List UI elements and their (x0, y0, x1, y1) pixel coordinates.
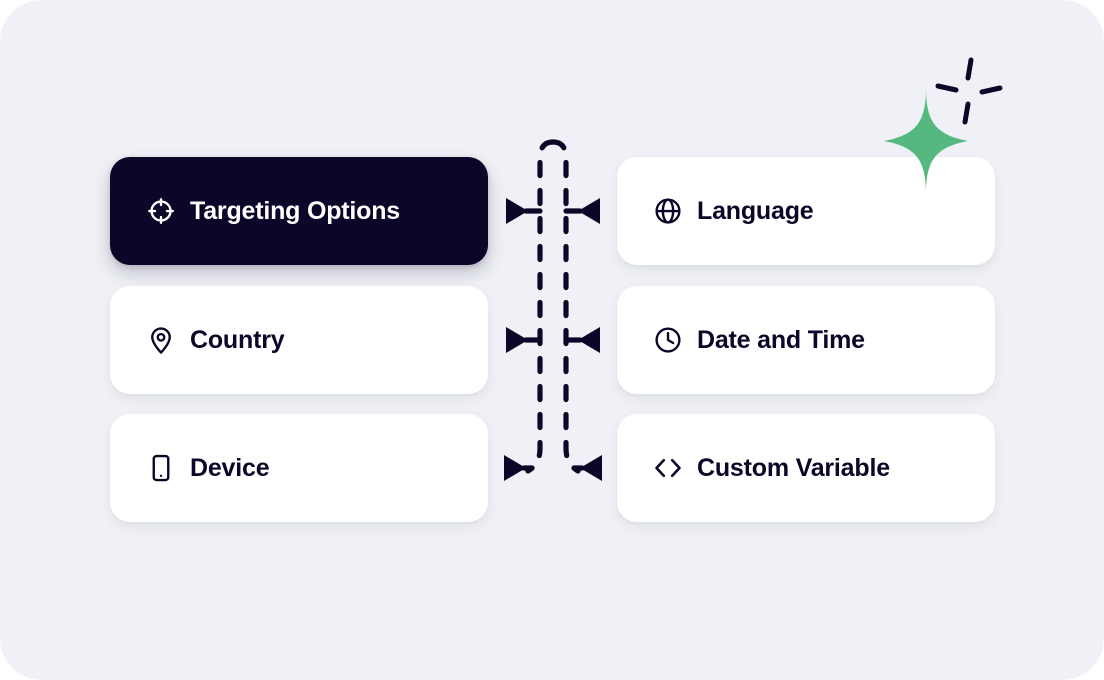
connector-arrow-row1-right (563, 198, 600, 224)
code-brackets-icon (653, 453, 683, 483)
connector-graphic (488, 130, 618, 500)
option-card-targeting-options[interactable]: Targeting Options (110, 157, 488, 265)
option-card-language[interactable]: Language (617, 157, 995, 265)
option-card-label: Country (190, 325, 285, 354)
option-card-device[interactable]: Device (110, 414, 488, 522)
map-pin-icon (146, 325, 176, 355)
connector-rail-left (525, 139, 556, 474)
option-card-label: Targeting Options (190, 196, 401, 225)
connector-arrow-row3-left (504, 455, 535, 481)
option-card-custom-variable[interactable]: Custom Variable (617, 414, 995, 522)
option-card-label: Date and Time (697, 325, 865, 354)
connector-rail-right (550, 139, 581, 474)
connector-arrow-row3-right (571, 455, 602, 481)
option-card-label: Device (190, 453, 270, 482)
option-card-label: Custom Variable (697, 453, 890, 482)
option-card-date-and-time[interactable]: Date and Time (617, 286, 995, 394)
option-card-country[interactable]: Country (110, 286, 488, 394)
clock-icon (653, 325, 683, 355)
green-sparkle-icon (884, 88, 968, 194)
crosshair-icon (146, 196, 176, 226)
dark-sparkle-icon (934, 56, 1004, 126)
connector-arrow-row1-left (506, 198, 543, 224)
mobile-phone-icon (146, 453, 176, 483)
connector-arrow-row2-left (506, 327, 543, 353)
globe-icon (653, 196, 683, 226)
connector-arrow-row2-right (563, 327, 600, 353)
option-card-label: Language (697, 196, 814, 225)
